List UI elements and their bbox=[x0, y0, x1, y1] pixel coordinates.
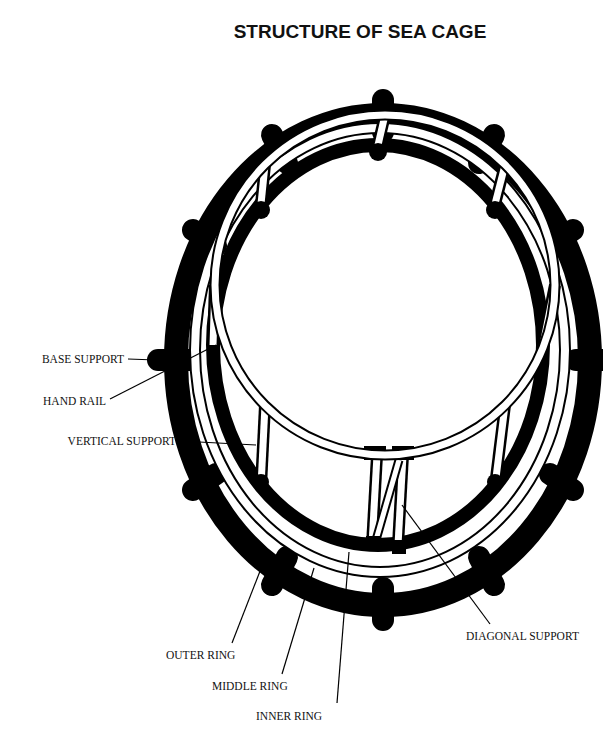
diagonal-support bbox=[364, 446, 414, 554]
outer-ring bbox=[176, 115, 590, 605]
middle-ring-outline bbox=[195, 128, 565, 572]
part-label: HAND RAIL bbox=[43, 395, 106, 407]
leader-lines bbox=[110, 345, 490, 703]
part-label: VERTICAL SUPPORT bbox=[68, 435, 176, 447]
middle-ring bbox=[195, 128, 565, 572]
inner-ring bbox=[213, 145, 543, 545]
part-label: OUTER RING bbox=[166, 649, 235, 661]
part-label: INNER RING bbox=[256, 710, 322, 722]
diagram-title: STRUCTURE OF SEA CAGE bbox=[234, 21, 487, 43]
part-label: MIDDLE RING bbox=[212, 680, 288, 692]
hand-rail-outline bbox=[215, 115, 555, 455]
base-supports bbox=[158, 100, 603, 620]
hand-rail bbox=[215, 115, 555, 455]
part-label: DIAGONAL SUPPORT bbox=[466, 630, 579, 642]
part-label: BASE SUPPORT bbox=[42, 353, 124, 365]
vertical-supports bbox=[213, 115, 555, 545]
